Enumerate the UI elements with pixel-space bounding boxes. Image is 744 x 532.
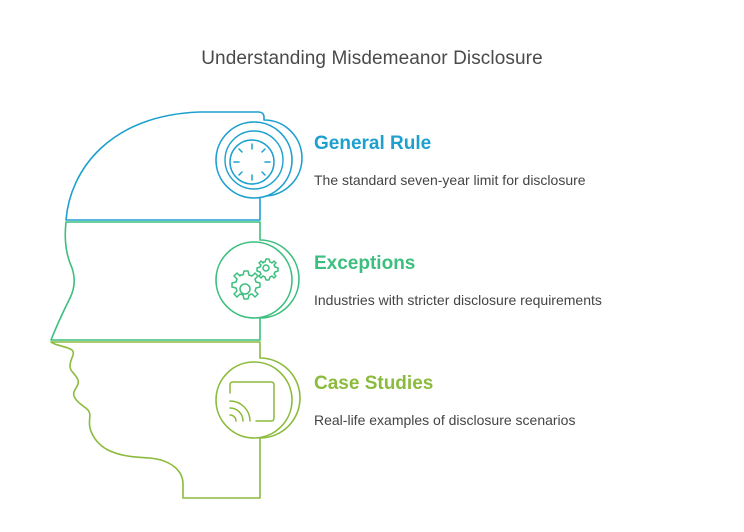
icon-badge-general-rule — [215, 121, 293, 199]
icon-badge-case-studies — [215, 361, 293, 439]
diagram-title: Understanding Misdemeanor Disclosure — [201, 48, 543, 69]
clock-icon — [229, 139, 275, 185]
item-desc-exceptions: Industries with stricter disclosure requ… — [314, 292, 602, 308]
head-section-top — [65, 111, 303, 221]
icon-badge-exceptions — [215, 241, 293, 319]
item-heading-general-rule: General Rule — [314, 133, 432, 154]
item-desc-general-rule: The standard seven-year limit for disclo… — [314, 172, 586, 188]
cast-screen-icon — [229, 381, 275, 422]
head-section-bottom — [50, 341, 301, 499]
head-section-middle — [50, 221, 300, 341]
item-heading-exceptions: Exceptions — [314, 253, 416, 274]
item-desc-case-studies: Real-life examples of disclosure scenari… — [314, 412, 576, 428]
item-heading-case-studies: Case Studies — [314, 373, 434, 394]
gears-icon — [231, 258, 279, 300]
